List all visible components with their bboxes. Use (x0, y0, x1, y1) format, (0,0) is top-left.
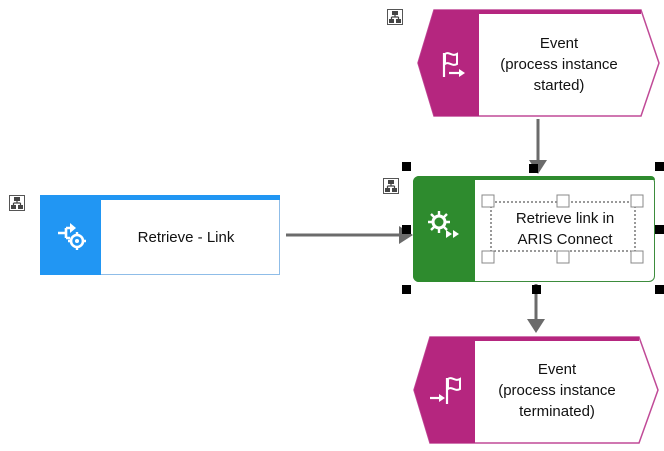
event-label: Event (process instance terminated) (498, 360, 616, 420)
event-label: Event (process instance started) (500, 34, 618, 94)
process-interface-retrieve-link[interactable]: Retrieve - Link (40, 195, 280, 275)
hierarchy-assignment-icon[interactable] (387, 9, 403, 25)
connector-interface-to-function-arrow (399, 226, 413, 244)
hierarchy-assignment-icon[interactable] (383, 178, 399, 194)
hierarchy-assignment-icon[interactable] (9, 195, 25, 211)
event-process-instance-terminated[interactable]: Event (process instance terminated) (413, 336, 661, 444)
process-interface-label: Retrieve - Link (137, 228, 235, 246)
connector-function-to-end-arrow (527, 319, 545, 333)
event-process-instance-started[interactable]: Event (process instance started) (417, 9, 661, 118)
flag-end-icon (427, 374, 463, 408)
automated-function-icon (426, 208, 462, 244)
process-interface-icon (54, 219, 88, 251)
connector-start-to-function-arrow (529, 160, 547, 174)
function-label: Retrieve link in ARIS Connect (515, 210, 615, 248)
function-retrieve-link-in-aris-connect[interactable]: Retrieve link in ARIS Connect (413, 176, 655, 282)
flag-start-icon (437, 49, 469, 81)
